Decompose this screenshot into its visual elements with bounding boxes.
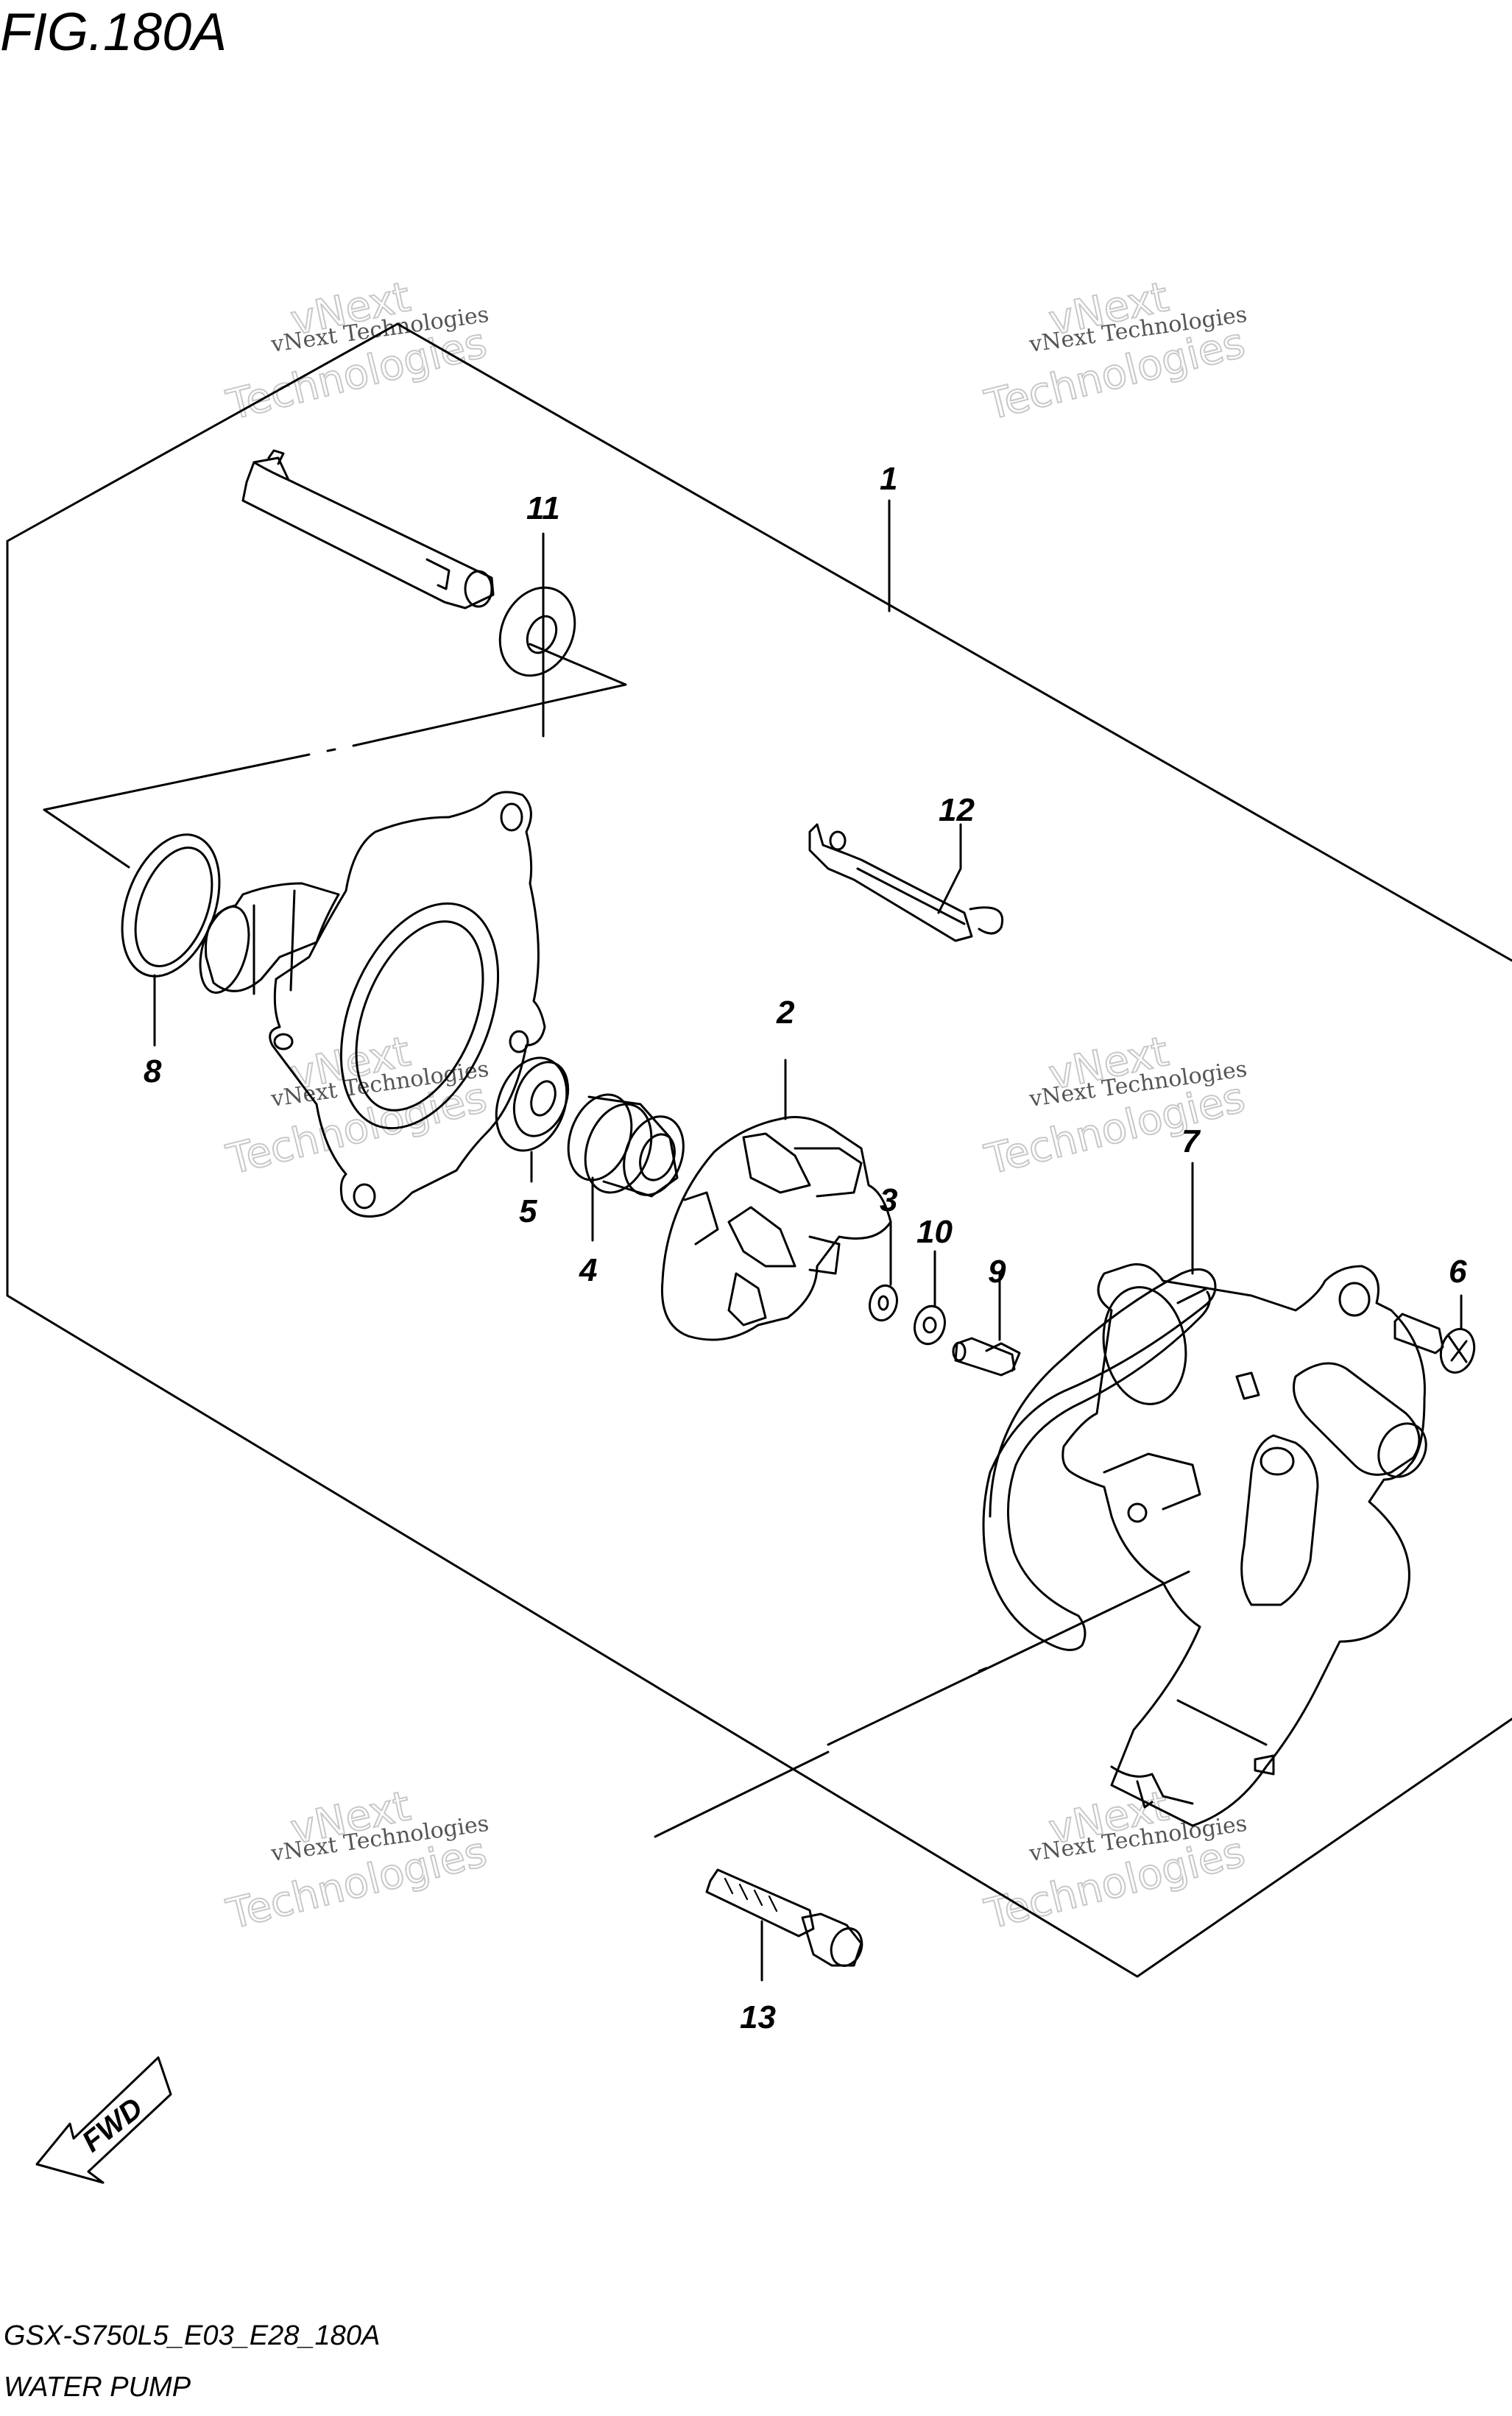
callout-6[interactable]: 6 [1449, 1254, 1467, 1290]
callout-2[interactable]: 2 [776, 995, 795, 1031]
callout-4[interactable]: 4 [579, 1252, 597, 1288]
watermark-top-right: vNext vNext Technologies Technologies [980, 272, 1251, 431]
part-shaft [241, 449, 495, 610]
callout-3[interactable]: 3 [880, 1182, 897, 1218]
assembly-centerline [43, 643, 1190, 1838]
part-washer-11 [498, 532, 576, 738]
callout-13[interactable]: 13 [740, 1999, 776, 2035]
watermark-bottom-right: vNext vNext Technologies Technologies [980, 1781, 1251, 1940]
part-gasket-7 [982, 1162, 1217, 1651]
part-pump-cover [1061, 1263, 1427, 1827]
callout-12[interactable]: 12 [939, 792, 975, 828]
part-clip-12 [808, 823, 1003, 942]
figure-code: GSX-S750L5_E03_E28_180A [4, 2320, 380, 2351]
figure-name: WATER PUMP [4, 2372, 191, 2403]
callout-7[interactable]: 7 [1181, 1123, 1201, 1159]
callout-5[interactable]: 5 [519, 1193, 537, 1229]
part-bolt-6 [1393, 1294, 1476, 1374]
part-impeller-2 [660, 1059, 892, 1341]
part-seal-5 [495, 1056, 570, 1183]
figure-title: FIG.180A [0, 3, 227, 62]
part-mech-seal-4 [567, 1093, 685, 1242]
watermark-top-left: vNext vNext Technologies Technologies [222, 272, 492, 431]
part-washer-10 [914, 1250, 946, 1346]
callout-9[interactable]: 9 [988, 1254, 1006, 1290]
part-pump-body [199, 791, 546, 1218]
part-bolt-13 [705, 1868, 863, 1982]
callout-8[interactable]: 8 [144, 1053, 162, 1089]
fwd-arrow: FWD [35, 2056, 172, 2184]
watermark-bottom-left: vNext vNext Technologies Technologies [222, 1781, 492, 1940]
callout-11[interactable]: 11 [526, 490, 560, 526]
watermark-mid-right: vNext vNext Technologies Technologies [980, 1027, 1251, 1185]
part-bolt-9 [952, 1272, 1021, 1377]
assembly-centerline-left [43, 808, 130, 869]
part-washer-3 [869, 1221, 898, 1322]
part-o-ring-8 [121, 833, 221, 1047]
assembly-outline [6, 322, 1512, 1978]
callout-1[interactable]: 1 [880, 461, 897, 497]
callout-10[interactable]: 10 [916, 1214, 953, 1250]
